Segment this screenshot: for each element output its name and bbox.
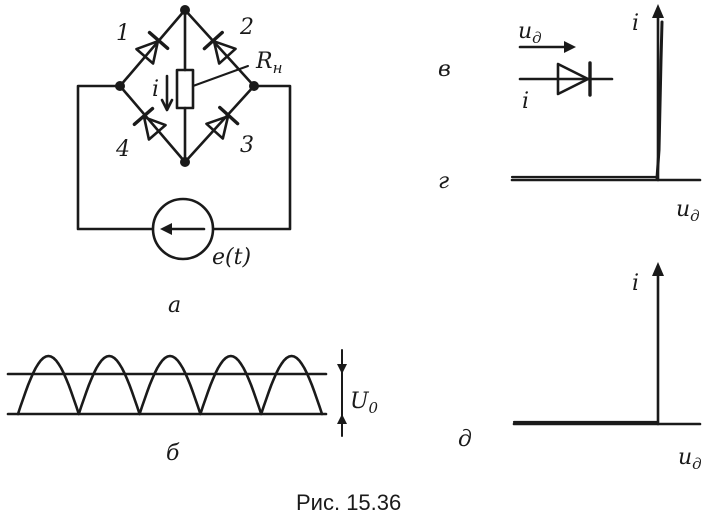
diode-3-label: 3 — [240, 133, 254, 158]
load-resistor — [175, 68, 195, 110]
diode-2 — [202, 30, 237, 65]
load-label: Rн — [255, 49, 282, 77]
dimension-arrow-top — [337, 364, 347, 374]
panel-d-label: д — [458, 427, 472, 452]
diode-4 — [132, 106, 167, 141]
voltage-arrow-head — [564, 41, 576, 53]
figure-caption: Рис. 15.36 — [296, 490, 401, 515]
diode-4-label: 4 — [115, 137, 130, 162]
g-x-label: uд — [676, 197, 700, 225]
characteristic-g: г i uд — [438, 4, 702, 225]
node-bottom — [180, 157, 190, 167]
full-wave-pulses — [16, 354, 324, 416]
g-y-label: i — [632, 11, 639, 36]
rectified-waveform: U0 б — [6, 349, 379, 466]
d-y-axis-arrow — [652, 262, 664, 276]
panel-g-label: г — [438, 169, 449, 194]
characteristic-d: д i uд — [458, 262, 702, 473]
dimension-arrow-bottom — [337, 414, 347, 424]
g-y-axis-arrow — [652, 4, 664, 18]
panel-v-label: в — [438, 57, 451, 82]
g-forward-branch — [655, 20, 664, 180]
current-label: i — [152, 77, 159, 102]
panel-b-label: б — [166, 441, 180, 466]
node-right — [249, 81, 259, 91]
diode-current-label: i — [522, 89, 529, 114]
diode-voltage-label: uд — [518, 19, 542, 47]
diode-2-label: 2 — [239, 15, 254, 40]
diode-1-label: 1 — [116, 21, 130, 46]
level-label: U0 — [350, 389, 379, 417]
panel-a-label: а — [168, 293, 181, 318]
node-left — [115, 81, 125, 91]
load-leader-line — [192, 65, 249, 87]
source-circle — [151, 197, 215, 261]
right-wire — [212, 84, 292, 231]
bridge-diamond — [118, 8, 256, 164]
node-top — [180, 5, 190, 15]
diode-3 — [205, 105, 240, 140]
diode-symbol-triangle — [556, 62, 590, 96]
d-y-label: i — [632, 271, 639, 296]
diode-symbol-panel: в uд i — [438, 19, 614, 114]
diode-1 — [135, 30, 170, 65]
source-arrow-head — [160, 223, 172, 235]
source-label: e(t) — [212, 245, 251, 270]
left-wire — [76, 84, 154, 231]
current-arrow-head — [160, 98, 174, 112]
bridge-rectifier-circuit: 1 2 3 4 i Rн e(t) а — [76, 5, 292, 318]
d-x-label: uд — [678, 445, 702, 473]
